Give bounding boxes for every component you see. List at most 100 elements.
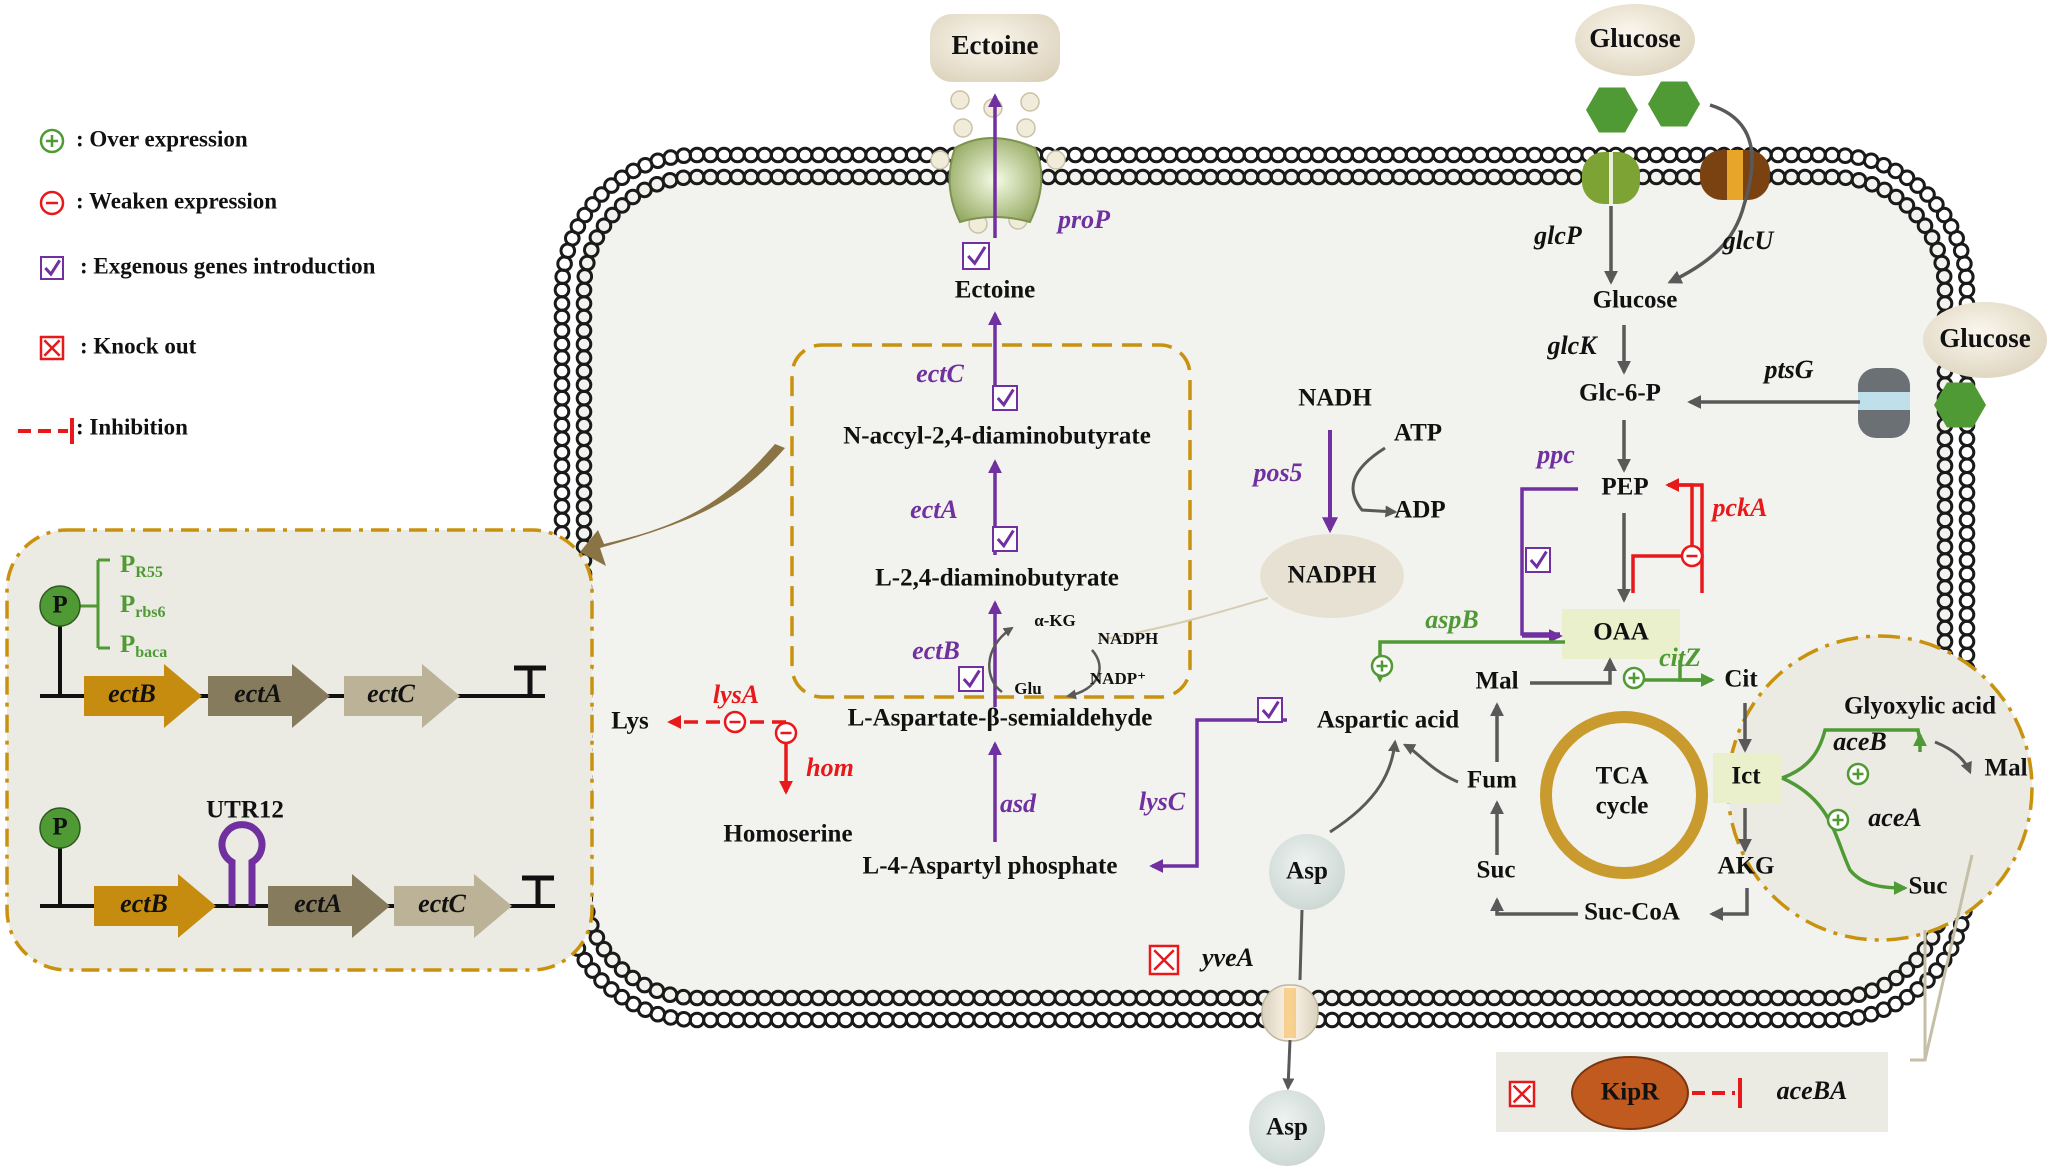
pathway-nodes bbox=[18, 128, 1870, 1108]
gene-yvea: yveA bbox=[1199, 943, 1254, 972]
aspartate-semialdehyde: L-Aspartate-β-semialdehyde bbox=[848, 705, 1153, 732]
ectoine-bubble-icon bbox=[930, 150, 950, 170]
ectoine-bubble-icon bbox=[983, 98, 1003, 118]
cycle-label: cycle bbox=[1596, 793, 1649, 820]
glucose-top-pellet bbox=[1575, 4, 1695, 76]
arrow-acea bbox=[1781, 776, 1908, 895]
gene-hom: hom bbox=[806, 753, 854, 782]
plus-circle-icon bbox=[1370, 654, 1394, 678]
gene-ppc: ppc bbox=[1535, 440, 1575, 469]
homoserine: Homoserine bbox=[723, 821, 852, 848]
glu-small: Glu bbox=[1014, 679, 1041, 698]
minus-circle-icon bbox=[39, 190, 65, 216]
ectoine-external-label: Ectoine bbox=[952, 30, 1039, 60]
lys: Lys bbox=[611, 708, 649, 735]
arrow-nadph-nadp bbox=[1066, 649, 1101, 700]
gene-arrow-ectB bbox=[84, 664, 202, 728]
pathway-labels: : Over expression: Weaken expression: Ex… bbox=[52, 23, 2030, 1141]
knockout-x-icon bbox=[1148, 944, 1180, 976]
ptsg-transporter-channel bbox=[1858, 392, 1910, 410]
kipr-label: KipR bbox=[1601, 1079, 1660, 1106]
akg: AKG bbox=[1718, 853, 1775, 880]
aspartic-acid: Aspartic acid bbox=[1317, 707, 1459, 734]
ectoine-external-pellet bbox=[930, 14, 1060, 82]
gene-acea: aceA bbox=[1868, 803, 1921, 832]
mal: Mal bbox=[1475, 668, 1518, 695]
arrow-fum-aspartic bbox=[1402, 743, 1459, 784]
atp: ATP bbox=[1394, 420, 1442, 447]
promoter-name-1: Prbs6 bbox=[120, 591, 166, 621]
gene-citz: citZ bbox=[1659, 643, 1701, 672]
plus-circle-icon bbox=[1826, 808, 1850, 832]
glcu-transporter-channel bbox=[1727, 150, 1743, 200]
arrow-succoa-suc bbox=[1490, 897, 1578, 916]
plus-circle-icon bbox=[1846, 762, 1870, 786]
nadph-node bbox=[1260, 534, 1404, 618]
arrow-asp-export-out bbox=[1282, 1039, 1295, 1091]
gene-ectb: ectB bbox=[912, 636, 960, 665]
gene-ecta: ectA bbox=[910, 495, 958, 524]
nadh: NADH bbox=[1298, 385, 1372, 412]
arrow-glcu bbox=[1667, 103, 1754, 284]
minus-circle-icon bbox=[774, 721, 798, 745]
glucose-right-pellet bbox=[1923, 302, 2047, 378]
nadph-small: NADPH bbox=[1098, 629, 1158, 648]
gene-aceb: aceB bbox=[1833, 727, 1886, 756]
legend-over-expression: : Over expression bbox=[76, 126, 248, 151]
check-box-icon bbox=[962, 242, 990, 270]
knockout-x-icon bbox=[1508, 1080, 1536, 1108]
gene-pcka: pckA bbox=[1711, 493, 1768, 522]
ectoine-bubble-icon bbox=[1020, 92, 1040, 112]
gene-aceba: aceBA bbox=[1777, 1076, 1848, 1105]
glc-6-p: Glc-6-P bbox=[1579, 380, 1661, 407]
promoter-symbol bbox=[39, 807, 81, 849]
yvea-transporter-core bbox=[1284, 988, 1296, 1038]
arrow-asp-export bbox=[1298, 909, 1304, 981]
asp-internal-node bbox=[1269, 834, 1345, 910]
promoter-bracket bbox=[80, 558, 110, 650]
kipr-node bbox=[1571, 1056, 1689, 1130]
ectoine-bubble-icon bbox=[1016, 118, 1036, 138]
gene-arrow-ectC2 bbox=[394, 874, 512, 938]
legend-knock-out: : Knock out bbox=[80, 333, 197, 358]
utr12-hairpin bbox=[218, 821, 266, 906]
ectoine-bubble-icon bbox=[950, 90, 970, 110]
glyoxylic-acid: Glyoxylic acid bbox=[1844, 693, 1996, 720]
arrow-glyox-mal bbox=[1934, 740, 1972, 775]
glucose-molecule-icon bbox=[1586, 87, 1638, 133]
gene-arrow-ectA bbox=[208, 664, 330, 728]
plus-circle-icon bbox=[1622, 666, 1646, 690]
operon-row bbox=[94, 874, 512, 938]
arrow-asp-aspartic bbox=[1329, 739, 1400, 834]
promoter-label-2: P bbox=[52, 814, 67, 841]
operon-gene-label-ectA2: ectA bbox=[294, 889, 342, 918]
asp-external-node bbox=[1249, 1090, 1325, 1166]
glucose-internal: Glucose bbox=[1593, 287, 1678, 314]
ict-box bbox=[1713, 753, 1781, 803]
ectoine-internal: Ectoine bbox=[955, 277, 1036, 304]
ict: Ict bbox=[1731, 763, 1761, 790]
terminator-2 bbox=[522, 875, 554, 906]
utr12-label: UTR12 bbox=[206, 797, 284, 824]
gene-aspb: aspB bbox=[1425, 605, 1478, 634]
gene-glcp: glcP bbox=[1533, 221, 1583, 250]
arrow-lysc bbox=[1149, 718, 1287, 873]
gene-pos5: pos5 bbox=[1251, 458, 1302, 487]
pep: PEP bbox=[1601, 474, 1648, 501]
aspartyl-phosphate: L-4-Aspartyl phosphate bbox=[863, 853, 1118, 880]
legend-exogenous: : Exgenous genes introduction bbox=[80, 253, 376, 278]
promoter-name-2: Pbaca bbox=[120, 631, 167, 661]
gene-arrow-ectA2 bbox=[268, 874, 390, 938]
dab: L-2,4-diaminobutyrate bbox=[875, 565, 1119, 592]
arrow-atp-adp bbox=[1351, 446, 1398, 518]
check-box-icon bbox=[40, 256, 64, 280]
zoom-arrow bbox=[580, 444, 785, 566]
nadph: NADPH bbox=[1288, 562, 1377, 589]
operon-gene-label-ectB2: ectB bbox=[120, 889, 168, 918]
arrow-ppc bbox=[1520, 487, 1578, 636]
glucose-molecule-icon bbox=[1648, 81, 1700, 127]
check-box-icon bbox=[958, 666, 984, 692]
gene-glck: glcK bbox=[1546, 331, 1598, 360]
gene-prop: proP bbox=[1056, 205, 1111, 234]
